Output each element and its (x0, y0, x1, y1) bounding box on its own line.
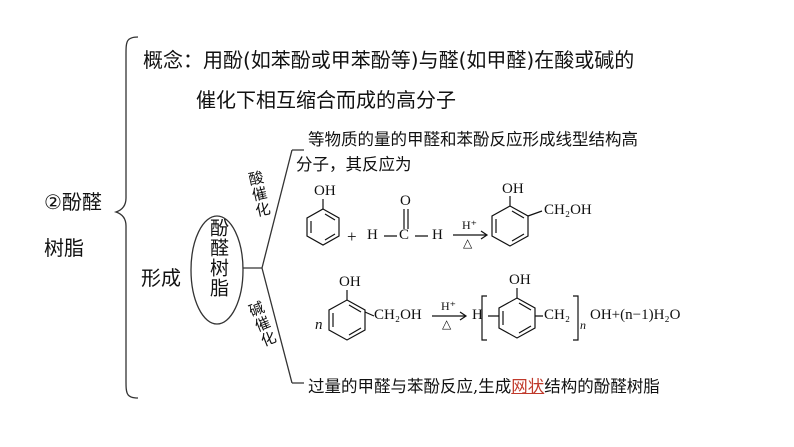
phenol-ring (306, 199, 340, 246)
r2-group: CH₂OH (374, 307, 422, 323)
topic-line-1: ②酚醛 (44, 190, 102, 214)
r1-c: C (399, 227, 410, 243)
r2-repeat-group: CH₂ (544, 307, 571, 323)
concept-line-1: 概念：用酚(如苯酚或甲苯酚等)与醛(如甲醛)在酸或碱的 (143, 48, 635, 72)
acid-description-line-1: 等物质的量的甲醛和苯酚反应形成线型结构高 (308, 130, 638, 149)
branch-lines (243, 149, 293, 384)
r1-heat: △ (463, 236, 473, 250)
r1-o: O (400, 193, 411, 209)
r1-product-oh: OH (502, 181, 524, 197)
r1-catalyst: H⁺ (462, 218, 477, 232)
formation-label: 形成 (141, 266, 181, 290)
r2-n: n (315, 317, 323, 333)
arrow-2 (432, 311, 468, 321)
resin-ellipse-text: 酚醛树脂 (207, 218, 229, 298)
r1-plus: + (347, 227, 357, 246)
arrow-1 (453, 230, 489, 240)
r2-oh: OH (339, 274, 361, 290)
polymer-bracket-right (573, 295, 579, 341)
base-description: 过量的甲醛与苯酚反应,生成网状结构的酚醛树脂 (308, 373, 660, 397)
r2-product-oh: OH (509, 272, 531, 288)
resin-ellipse (190, 215, 244, 325)
r2-tail: OH+(n−1)H₂O (590, 307, 681, 323)
r2-subscript-n: n (580, 318, 586, 332)
r2-h-end: H (472, 307, 483, 323)
topic-line-2: 树脂 (44, 236, 84, 260)
reactant-2-ring (328, 290, 375, 341)
network-highlight: 网状 (511, 377, 545, 396)
r1-product-group: CH₂OH (544, 202, 592, 218)
product-1-ring (491, 196, 543, 247)
r1-oh: OH (314, 183, 336, 199)
r2-catalyst: H⁺ (441, 299, 456, 313)
product-2-ring (488, 288, 543, 339)
base-description-prefix: 过量的甲醛与苯酚反应,生成 (308, 377, 512, 396)
concept-line-2: 催化下相互缩合而成的高分子 (196, 88, 456, 112)
r2-heat: △ (442, 317, 452, 331)
r1-h-right: H (432, 227, 443, 243)
acid-description-line-2: 分子，其反应为 (296, 155, 412, 174)
r1-h-left: H (367, 227, 378, 243)
polymer-bracket-left (481, 295, 487, 341)
formaldehyde-bonds (384, 209, 428, 237)
main-brace (113, 36, 139, 399)
base-description-suffix: 结构的酚醛树脂 (544, 377, 660, 396)
